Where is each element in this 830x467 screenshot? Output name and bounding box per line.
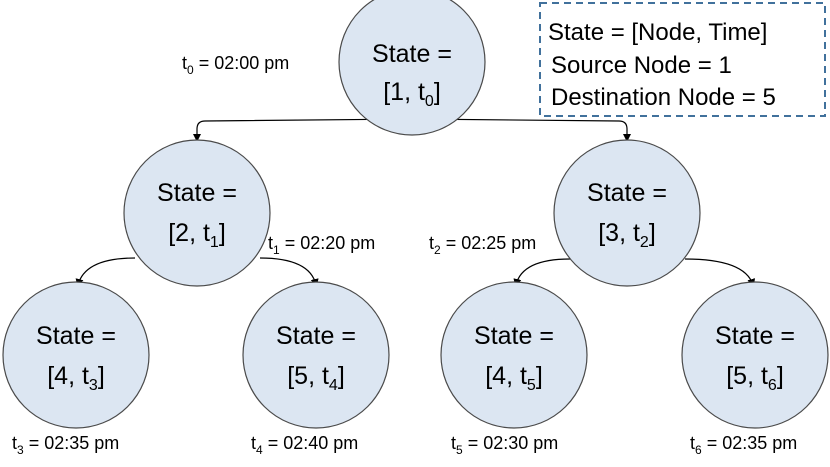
edge-n3-to-n4b	[513, 258, 571, 287]
state-node-root: State = [1, t0]	[338, 0, 486, 136]
edge-root-to-n3	[411, 118, 631, 142]
legend-line-state: State = [Node, Time]	[548, 19, 767, 46]
state-node-4b: State = [4, t5]	[440, 281, 588, 429]
time-label-t5: t5 = 02:30 pm	[451, 433, 558, 457]
edge-root-to-n2	[193, 118, 413, 142]
node-circle	[2, 281, 150, 429]
legend-border	[539, 2, 826, 117]
state-node-3: State = [3, t2]	[553, 139, 701, 287]
node-circle	[681, 281, 829, 429]
node-label: State =	[157, 179, 237, 207]
time-label-t4: t4 = 02:40 pm	[251, 433, 358, 457]
node-circle	[123, 139, 271, 287]
time-label-t6: t6 = 02:35 pm	[690, 433, 797, 457]
time-label-t3: t3 = 02:35 pm	[12, 433, 119, 457]
node-circle	[553, 139, 701, 287]
node-value: [5, t4]	[287, 362, 345, 394]
time-label-t2: t2 = 02:25 pm	[429, 233, 536, 257]
node-circle	[338, 0, 486, 136]
legend-line-destination: Destination Node = 5	[551, 84, 776, 111]
state-node-4a: State = [4, t3]	[2, 281, 150, 429]
legend-line-source: Source Node = 1	[551, 52, 732, 79]
node-label: State =	[715, 322, 795, 350]
node-label: State =	[276, 322, 356, 350]
node-circle	[440, 281, 588, 429]
time-label-t0: t0 = 02:00 pm	[182, 53, 289, 77]
edge-n2-to-n5a	[259, 257, 319, 287]
node-label: State =	[474, 322, 554, 350]
time-label-t1: t1 = 02:20 pm	[268, 233, 375, 257]
node-label: State =	[587, 179, 667, 207]
state-node-2: State = [2, t1]	[123, 139, 271, 287]
node-value: [2, t1]	[168, 219, 226, 251]
edge-n2-to-n4a	[75, 257, 136, 287]
state-node-5b: State = [5, t6]	[681, 281, 829, 429]
node-circle	[242, 281, 390, 429]
edges	[75, 118, 756, 287]
edge-n3-to-n5b	[684, 258, 756, 287]
state-node-5a: State = [5, t4]	[242, 281, 390, 429]
node-label: State =	[372, 40, 452, 68]
node-label: State =	[36, 322, 116, 350]
legend-box: State = [Node, Time] Source Node = 1 Des…	[539, 2, 826, 117]
